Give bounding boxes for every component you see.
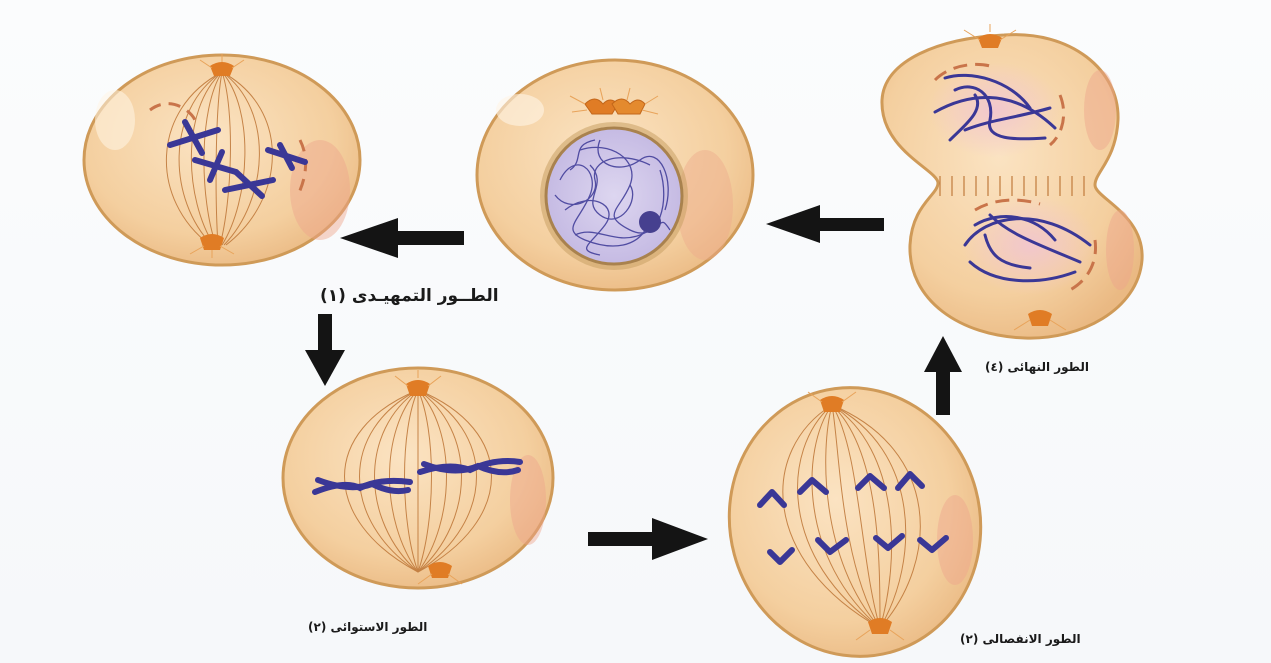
label-telophase: الطور النهائى (٤) [985, 360, 1089, 374]
cell-interphase [477, 60, 753, 290]
cell-telophase [882, 24, 1142, 338]
arrow-left-icon [340, 218, 464, 258]
cell-anaphase [699, 359, 1010, 663]
arrow-left-icon [766, 205, 884, 243]
daughter-nucleus-bottom [962, 195, 1098, 295]
cell-prophase [84, 54, 360, 265]
label-anaphase: الطور الانفصالى (٢) [960, 632, 1081, 646]
arrow-right-icon [588, 518, 708, 560]
label-metaphase: الطور الاستوائى (٢) [308, 620, 427, 634]
cell-metaphase [283, 368, 553, 588]
arrow-down-icon [305, 314, 345, 386]
nucleus [540, 122, 688, 270]
label-prophase: الطــور التمهيـدى (١) [320, 286, 499, 306]
arrow-up-icon [924, 336, 962, 415]
